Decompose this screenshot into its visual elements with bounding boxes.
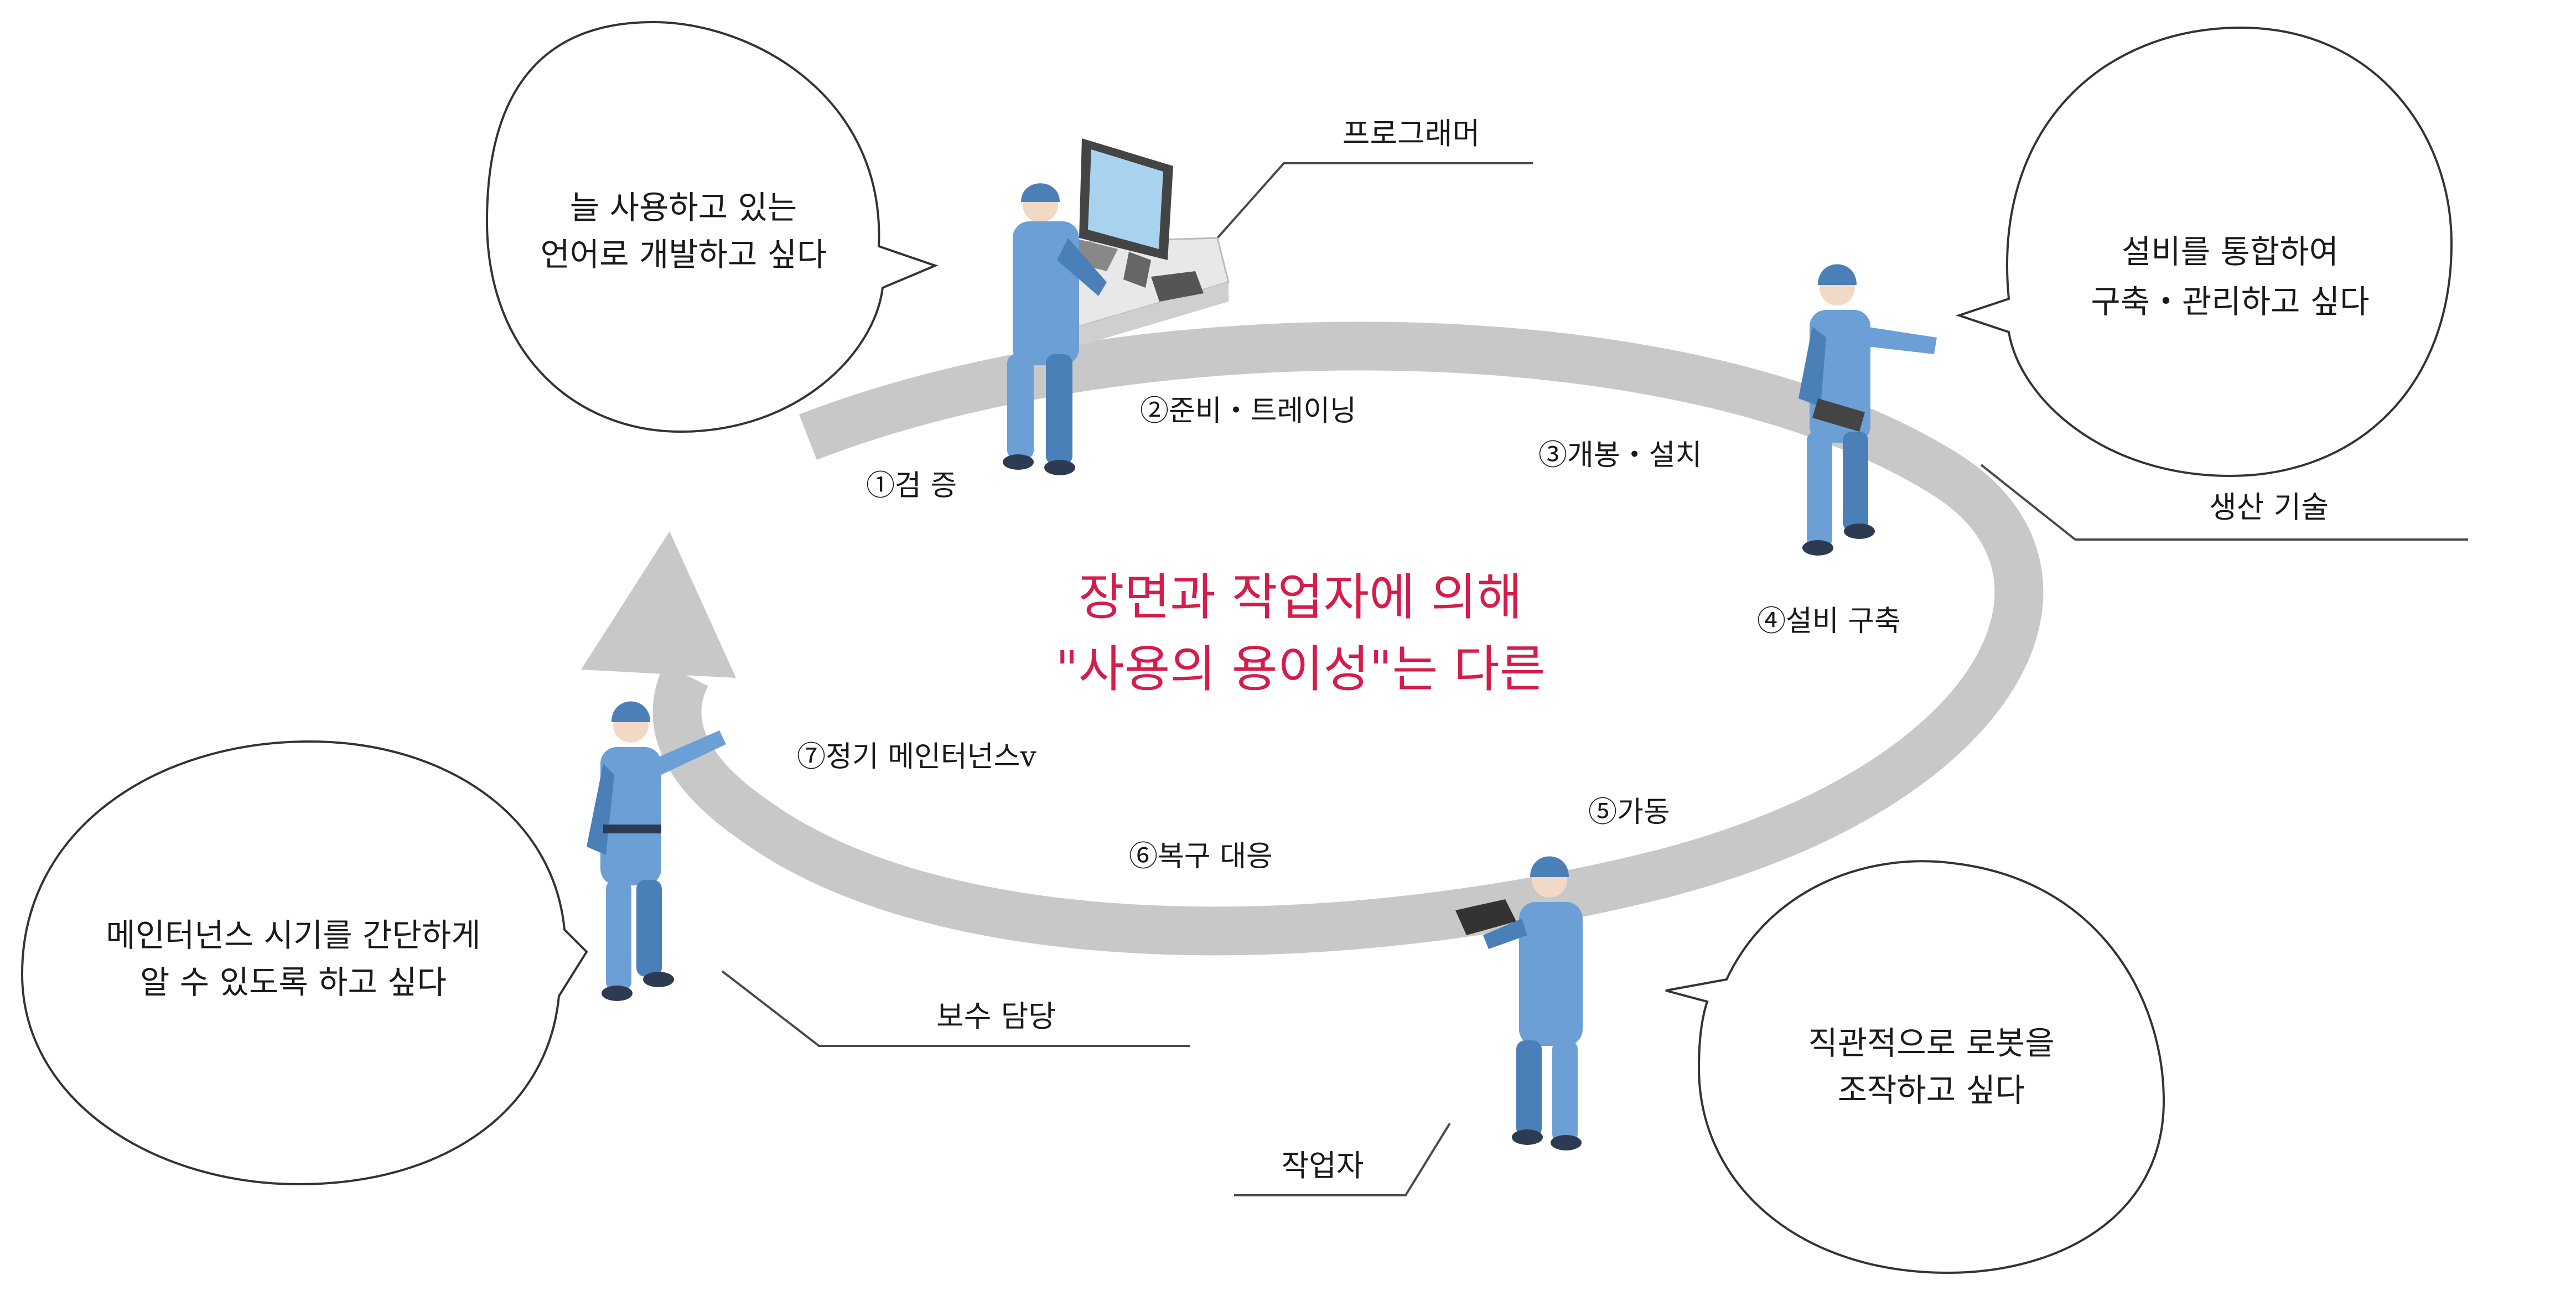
- step-3-label: ③개봉・설치: [1538, 439, 1702, 472]
- headline-line1: 장면과 작업자에 의해: [1079, 568, 1522, 626]
- cycle-arrowhead: [581, 531, 736, 678]
- cycle-arrow-band: [652, 322, 2044, 956]
- bubble-maintenance: 메인터넌스 시기를 간단하게 알 수 있도록 하고 싶다: [20, 740, 588, 1186]
- bubble-maintenance-line1: 메인터넌스 시기를 간단하게: [106, 916, 480, 954]
- worker-at-computer-icon: [1003, 138, 1230, 475]
- role-production-label: 생산 기술: [2209, 490, 2329, 525]
- step-5-label: ⑤가동: [1588, 796, 1670, 829]
- leader-programmer: [1216, 162, 1533, 239]
- bubble-production: 설비를 통합하여 구축・관리하고 싶다: [1955, 26, 2453, 478]
- bubble-production-line1: 설비를 통합하여: [2122, 233, 2339, 271]
- headline-line2: "사용의 용이성"는 다른: [1055, 640, 1545, 698]
- step-4-label: ④설비 구축: [1757, 605, 1901, 638]
- leader-maintenance: [721, 970, 1190, 1047]
- leader-production: [1980, 464, 2468, 541]
- role-operator-label: 작업자: [1281, 1148, 1364, 1183]
- role-programmer-label: 프로그래머: [1343, 116, 1480, 151]
- bubble-operator-line1: 직관적으로 로봇을: [1808, 1024, 2054, 1062]
- bubble-programmer: 늘 사용하고 있는 언어로 개발하고 싶다: [485, 20, 939, 433]
- bubble-maintenance-line2: 알 수 있도록 하고 싶다: [140, 963, 447, 1001]
- cycle-arrow: [581, 322, 2044, 956]
- bubble-operator-line2: 조작하고 싶다: [1838, 1071, 2025, 1109]
- bubble-operator: 직관적으로 로봇을 조작하고 싶다: [1665, 860, 2165, 1274]
- worker-with-tablet-icon: [1798, 264, 1937, 556]
- leader-operator: [1234, 1122, 1451, 1196]
- bubble-programmer-line2: 언어로 개발하고 싶다: [540, 236, 826, 273]
- step-7-label: ⑦정기 메인터넌스v: [797, 740, 1036, 774]
- worker-pointing-icon: [587, 701, 726, 1001]
- bubble-programmer-line1: 늘 사용하고 있는: [570, 189, 797, 226]
- step-2-label: ②준비・트레이닝: [1140, 395, 1356, 428]
- step-6-label: ⑥복구 대응: [1129, 840, 1273, 873]
- role-maintenance-label: 보수 담당: [936, 999, 1056, 1034]
- bubble-production-line2: 구축・관리하고 싶다: [2091, 283, 2369, 320]
- step-1-label: ①검 증: [866, 469, 957, 502]
- worker-with-pendant-icon: [1455, 856, 1583, 1150]
